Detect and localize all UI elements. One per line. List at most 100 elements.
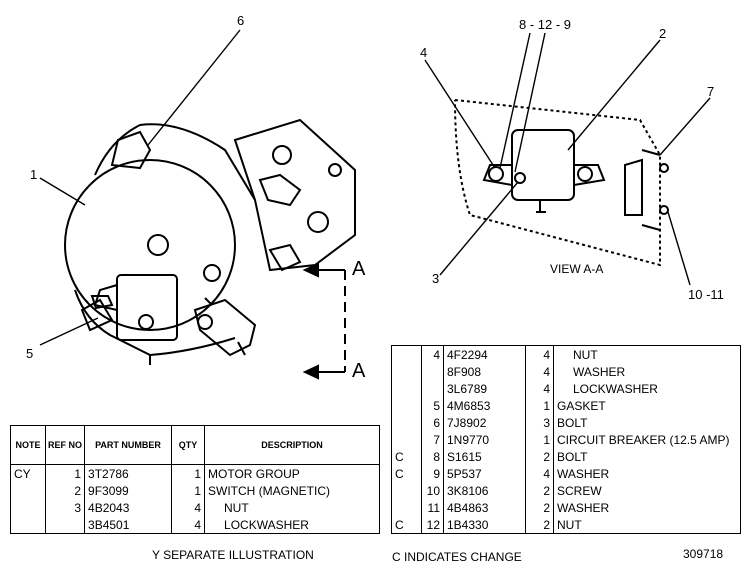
part-number-cell: 4M6853 [443, 397, 526, 414]
callout-1: 1 [30, 167, 38, 182]
ref-cell-text: 6 [433, 415, 440, 430]
ref-cell: 7 [421, 431, 444, 448]
part-number-cell-text: 1N9770 [447, 432, 490, 447]
header-description: DESCRIPTION [204, 425, 380, 465]
callout-6: 6 [237, 13, 245, 28]
qty-cell-text: 4 [543, 466, 550, 481]
part-number-cell-text: 4M6853 [447, 398, 491, 413]
part-number-cell-text: 3K8106 [447, 483, 489, 498]
part-number-cell: 3B4501 [84, 516, 173, 534]
ref-cell: 4 [421, 345, 444, 363]
part-number-cell-text: 7J8902 [447, 415, 487, 430]
ref-cell [421, 363, 444, 380]
description-cell-text: NUT [573, 347, 598, 362]
note-cell-text: C [395, 466, 404, 481]
part-number-cell: 5P537 [443, 465, 526, 482]
note-cell-text: CY [14, 466, 31, 481]
ref-cell [45, 516, 86, 534]
qty-cell-text: 2 [543, 517, 550, 532]
header-note: NOTE [10, 425, 46, 465]
part-number-cell: S1615 [443, 448, 526, 465]
qty-cell: 4 [525, 465, 554, 482]
part-number-cell-text: 3B4501 [88, 517, 130, 532]
ref-cell: 9 [421, 465, 444, 482]
part-number-cell-text: 5P537 [447, 466, 482, 481]
note-cell [391, 397, 422, 414]
part-number-cell: 3L6789 [443, 380, 526, 397]
note-cell [10, 516, 46, 534]
description-cell: WASHER [554, 499, 741, 516]
note-cell-text: C [395, 517, 404, 532]
qty-cell-text: 1 [194, 483, 202, 498]
qty-cell: 1 [171, 482, 206, 499]
motor-housing [64, 159, 236, 331]
note-cell: C [391, 516, 422, 534]
part-number-cell: 3T2786 [84, 464, 173, 482]
description-cell-text: MOTOR GROUP [208, 466, 300, 481]
qty-cell-text: 4 [543, 364, 550, 379]
description-cell: NUT [554, 346, 741, 364]
parts-table-left: NOTE REF NO PART NUMBER QTY DESCRIPTION … [10, 425, 380, 534]
description-cell-text: BOLT [557, 415, 588, 430]
table-row: 8F908 4 WASHER [391, 363, 741, 380]
ref-cell: 11 [421, 499, 444, 516]
ref-cell-text: 5 [433, 398, 440, 413]
description-cell: SWITCH (MAGNETIC) [205, 482, 380, 499]
qty-cell: 4 [171, 516, 206, 534]
table-row: C 12 1B4330 2 NUT [391, 516, 741, 534]
ref-cell: 1 [45, 464, 86, 482]
ref-cell-text: 7 [433, 432, 440, 447]
description-cell: MOTOR GROUP [205, 465, 380, 483]
note-cell [391, 363, 422, 380]
note-cell [10, 482, 46, 499]
note-cell [391, 431, 422, 448]
description-cell: NUT [205, 499, 380, 516]
description-cell: GASKET [554, 397, 741, 414]
note-cell: C [391, 448, 422, 465]
illustration-number: 309718 [683, 547, 724, 561]
part-number-cell: 4F2294 [443, 345, 526, 363]
indicates-change-note: C INDICATES CHANGE [392, 550, 522, 564]
description-cell-text: WASHER [557, 500, 610, 515]
description-cell: LOCKWASHER [205, 516, 380, 534]
part-number-cell: 3K8106 [443, 482, 526, 499]
part-number-cell: 1B4330 [443, 516, 526, 534]
ref-cell: 5 [421, 397, 444, 414]
description-cell-text: GASKET [557, 398, 606, 413]
description-cell-text: CIRCUIT BREAKER (12.5 AMP) [557, 432, 730, 447]
ref-cell: 3 [45, 499, 86, 516]
qty-cell-text: 4 [194, 517, 202, 532]
ref-cell [421, 380, 444, 397]
ref-cell: 10 [421, 482, 444, 499]
part-number-cell: 8F908 [443, 363, 526, 380]
part-number-cell: 9F3099 [84, 482, 173, 499]
ref-cell-text: 12 [426, 517, 440, 532]
description-cell-text: BOLT [557, 449, 588, 464]
header-ref-no: REF NO [45, 425, 86, 465]
callout-5: 5 [26, 346, 34, 361]
view-a-a-label: VIEW A-A [550, 262, 604, 276]
description-cell-text: NUT [557, 517, 582, 532]
qty-cell-text: 1 [543, 432, 550, 447]
qty-cell: 2 [525, 448, 554, 465]
note-cell: C [391, 465, 422, 482]
part-number-cell-text: 4B4863 [447, 500, 489, 515]
qty-cell: 2 [525, 516, 554, 534]
part-number-cell-text: 1B4330 [447, 517, 489, 532]
part-number-cell-text: S1615 [447, 449, 482, 464]
qty-cell: 2 [525, 482, 554, 499]
description-cell: BOLT [554, 448, 741, 465]
qty-cell-text: 2 [543, 449, 550, 464]
description-cell-text: WASHER [573, 364, 626, 379]
description-cell: BOLT [554, 414, 741, 431]
view-a-marker-bottom: A [352, 360, 366, 382]
table-row: 7 1N9770 1 CIRCUIT BREAKER (12.5 AMP) [391, 431, 741, 448]
